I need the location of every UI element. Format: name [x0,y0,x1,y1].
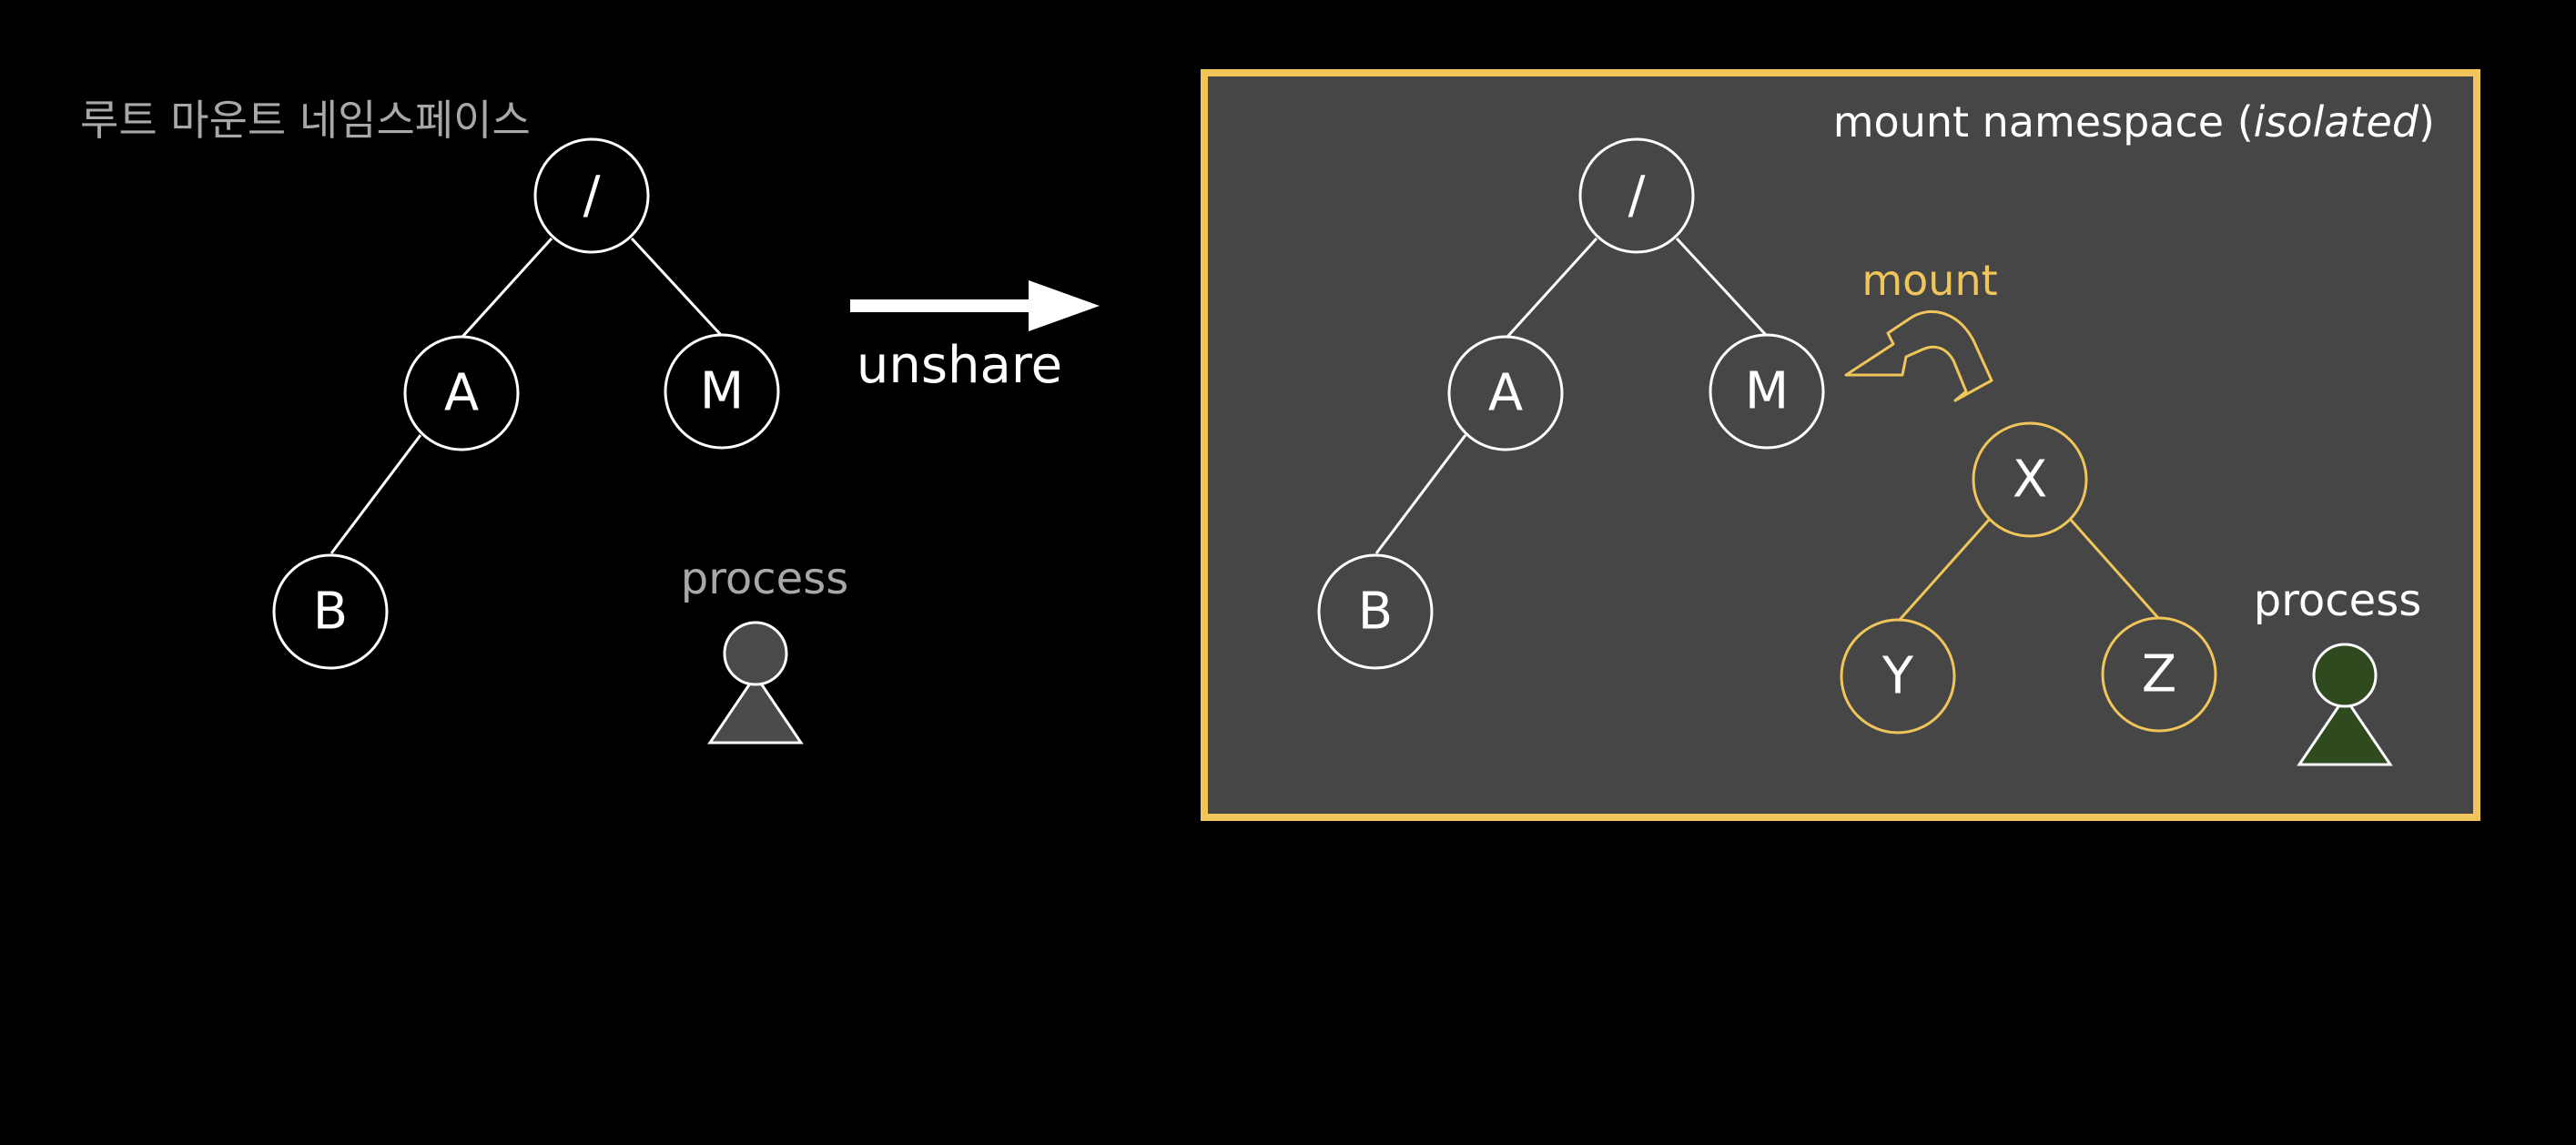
root-namespace-title: 루트 마운트 네임스페이스 [80,96,531,145]
iso-node-root-label: / [1628,167,1646,226]
node-a-label: A [444,364,479,423]
unshare-label: unshare [857,336,1062,395]
right-process-icon [2297,643,2393,766]
node-m-label: M [700,362,744,421]
node-root-label: / [583,167,601,226]
iso-node-m-label: M [1745,362,1789,421]
isolated-namespace-title: mount namespace (isolated) [1833,97,2435,147]
mount-node-x: X [1972,421,2088,538]
edge-iso-root-m [1675,237,1768,337]
iso-node-b: B [1317,553,1434,670]
isolated-namespace-group: mount namespace (isolated) / A M B mount [1201,69,2480,821]
edge-iso-a-b [1374,434,1467,554]
node-a: A [403,335,520,451]
mount-node-z: Z [2101,616,2217,733]
mount-node-z-label: Z [2142,645,2176,704]
node-b: B [272,553,389,670]
node-m: M [664,333,780,450]
edge-x-z [2068,518,2161,620]
iso-node-a: A [1447,335,1564,451]
edge-a-b [330,434,422,554]
edge-root-m [630,237,723,337]
iso-node-b-label: B [1358,583,1393,642]
edge-x-y [1897,518,1992,622]
right-process-label: process [2254,575,2421,626]
node-b-label: B [313,583,348,642]
node-root: / [533,137,650,254]
edge-root-a [461,237,553,339]
iso-node-a-label: A [1488,364,1523,423]
root-namespace-group: 루트 마운트 네임스페이스 / A M B process [80,96,848,745]
mount-node-y: Y [1840,618,1956,735]
isolated-namespace-panel [1201,69,2480,821]
iso-node-root: / [1578,137,1695,254]
mount-arrow-icon [1844,310,1993,402]
unshare-arrow: unshare [850,280,1100,395]
mount-node-y-label: Y [1881,647,1914,706]
edge-iso-root-a [1506,237,1598,339]
mount-label: mount [1861,256,1997,305]
iso-node-m: M [1709,333,1825,450]
mount-node-x-label: X [2013,451,2047,510]
left-process-label: process [681,553,848,604]
left-process-icon [707,621,804,745]
arrow-head-icon [1029,280,1100,331]
